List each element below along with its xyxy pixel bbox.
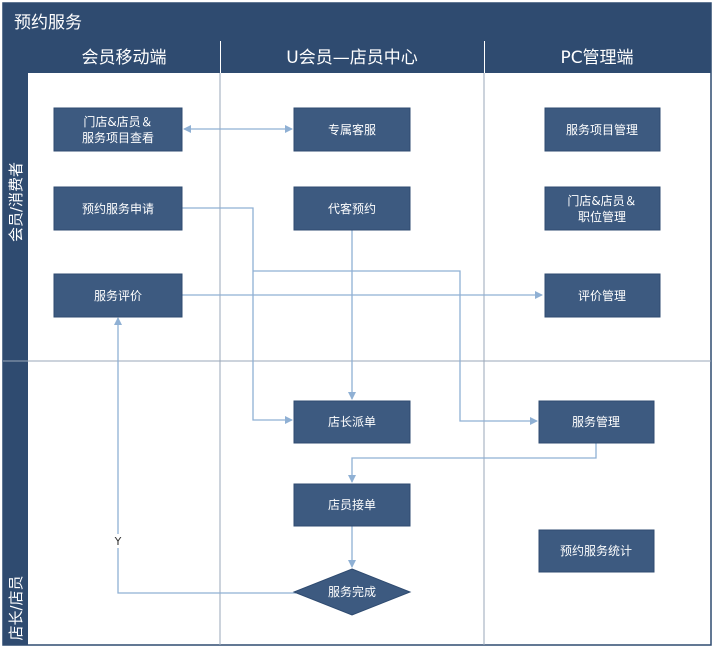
- svg-text:服务管理: 服务管理: [572, 414, 620, 429]
- svg-text:门店&店员＆: 门店&店员＆: [567, 193, 636, 208]
- title-bar: [3, 3, 711, 41]
- row-title-2: 店长/店员: [7, 575, 25, 640]
- column-title-2: U会员—店员中心: [286, 48, 417, 68]
- svg-text:门店&店员＆: 门店&店员＆: [83, 114, 152, 129]
- column-header-2: [221, 41, 484, 73]
- node-service-item-management: 服务项目管理: [544, 107, 661, 152]
- edge-n8-n3: [114, 317, 296, 594]
- svg-text:评价管理: 评价管理: [578, 288, 626, 303]
- column-header-1: [28, 41, 220, 73]
- edge-label-bg: [111, 534, 125, 548]
- svg-text:代客预约: 代客预约: [328, 201, 376, 216]
- node-service-review: 服务评价: [53, 273, 183, 318]
- svg-text:专属客服: 专属客服: [328, 122, 376, 137]
- svg-text:店长派单: 店长派单: [328, 415, 376, 429]
- diagram-title: 预约服务: [14, 13, 82, 33]
- row-title-1: 会员/消费者: [7, 162, 25, 242]
- svg-text:服务评价: 服务评价: [94, 288, 142, 303]
- svg-text:服务完成: 服务完成: [328, 584, 376, 599]
- svg-text:店员接单: 店员接单: [328, 497, 376, 512]
- node-booking-statistics: 预约服务统计: [538, 529, 655, 573]
- edge-n2-n6: [182, 207, 293, 424]
- edge-n12-n7: [348, 443, 597, 483]
- column-title-3: PC管理端: [560, 48, 633, 68]
- node-booking-request: 预约服务申请: [53, 186, 183, 231]
- edge-label-y: Y: [114, 535, 122, 548]
- svg-text:预约服务申请: 预约服务申请: [82, 201, 154, 216]
- svg-text:预约服务统计: 预约服务统计: [560, 543, 632, 558]
- node-staff-accept: 店员接单: [293, 483, 411, 527]
- node-book-for-customer: 代客预约: [293, 186, 411, 231]
- column-header-3: [485, 41, 711, 73]
- node-service-management: 服务管理: [538, 400, 655, 444]
- node-store-staff-service-view: 门店&店员＆ 服务项目查看: [53, 107, 183, 152]
- svg-text:服务项目管理: 服务项目管理: [566, 122, 638, 137]
- svg-text:服务项目查看: 服务项目查看: [82, 130, 154, 145]
- row-header-bar: [3, 41, 28, 645]
- svg-text:职位管理: 职位管理: [578, 209, 626, 224]
- column-title-1: 会员移动端: [82, 48, 167, 68]
- node-manager-dispatch: 店长派单: [293, 400, 411, 444]
- node-service-complete: 服务完成: [292, 568, 412, 616]
- edge-branch-n12: [253, 270, 538, 425]
- node-store-staff-position-management: 门店&店员＆ 职位管理: [544, 186, 661, 231]
- node-review-management: 评价管理: [544, 273, 661, 318]
- node-dedicated-support: 专属客服: [293, 107, 411, 152]
